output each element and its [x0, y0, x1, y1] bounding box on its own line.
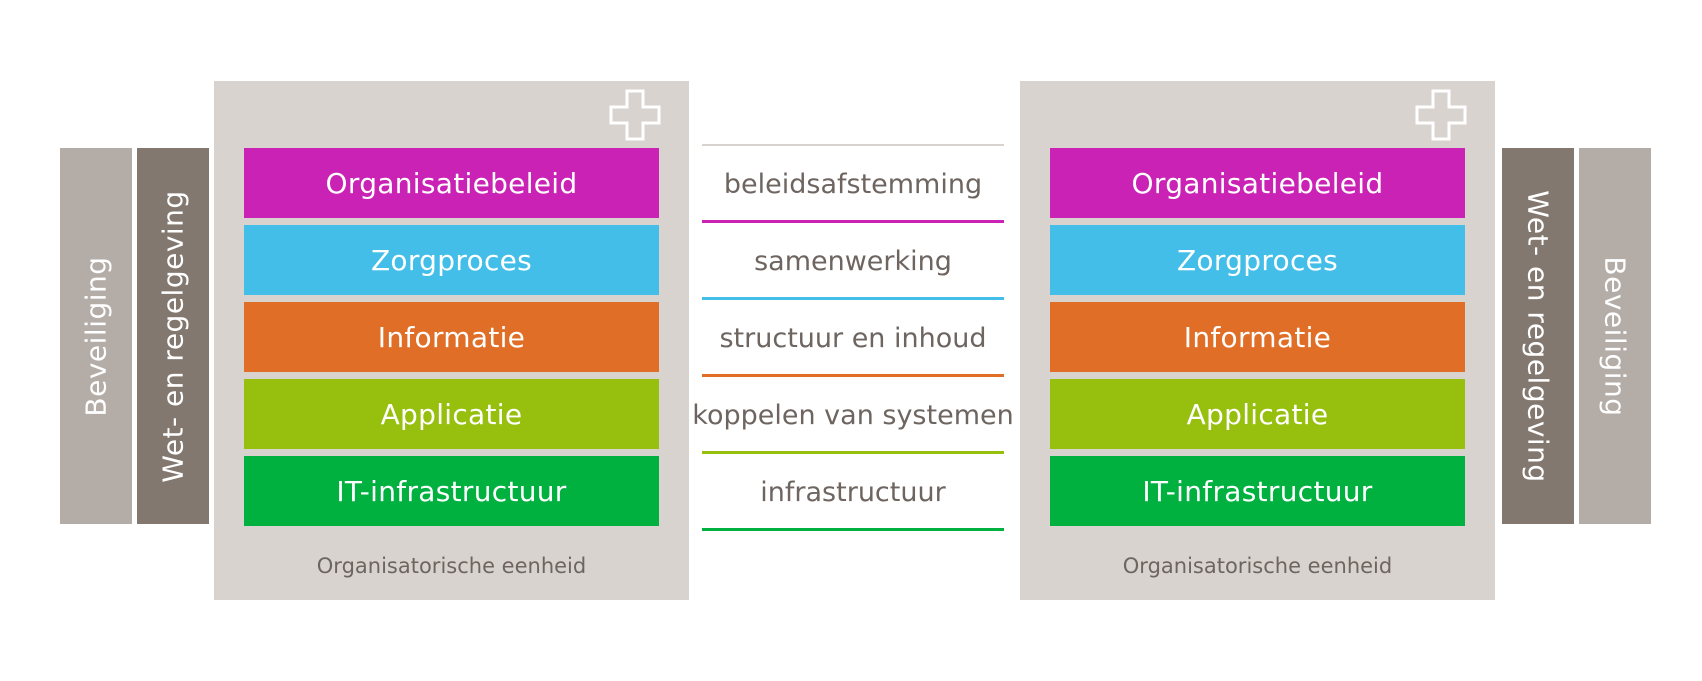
layer-label: Zorgproces: [370, 243, 533, 277]
side-bar-label: Beveiliging: [1598, 255, 1632, 417]
connector-structuur-en-inhoud: structuur en inhoud: [702, 300, 1004, 377]
connector-koppelen-van-systemen: koppelen van systemen: [692, 377, 1014, 454]
connector-beleidsafstemming: beleidsafstemming: [702, 146, 1004, 223]
layer-zorgproces: Zorgproces: [1050, 225, 1465, 295]
side-bar-beveiliging-right: Beveiliging: [1579, 148, 1651, 524]
connector-line: [702, 528, 1004, 531]
side-bar-regelgeving-left: Wet- en regelgeving: [137, 148, 209, 524]
layer-label: Organisatiebeleid: [1131, 166, 1384, 200]
layer-label: Applicatie: [1186, 397, 1329, 431]
connector-line: [702, 451, 1004, 454]
layer-label: IT-infrastructuur: [336, 474, 567, 508]
layer-applicatie: Applicatie: [244, 379, 659, 449]
organization-unit-right: Organisatiebeleid Zorgproces Informatie …: [1020, 81, 1495, 600]
organization-caption: Organisatorische eenheid: [1122, 554, 1393, 578]
side-bar-regelgeving-right: Wet- en regelgeving: [1502, 148, 1574, 524]
layer-label: Applicatie: [380, 397, 523, 431]
side-bar-label: Wet- en regelgeving: [1521, 189, 1555, 483]
layer-label: Organisatiebeleid: [325, 166, 578, 200]
organization-unit-left: Organisatiebeleid Zorgproces Informatie …: [214, 81, 689, 600]
layer-informatie: Informatie: [1050, 302, 1465, 372]
layer-applicatie: Applicatie: [1050, 379, 1465, 449]
layer-label: Informatie: [1183, 320, 1332, 354]
side-bar-beveiliging-left: Beveiliging: [60, 148, 132, 524]
connector-samenwerking: samenwerking: [702, 223, 1004, 300]
connector-line: [702, 220, 1004, 223]
cross-icon: [609, 89, 661, 141]
layer-label: Zorgproces: [1176, 243, 1339, 277]
layer-it-infrastructuur: IT-infrastructuur: [1050, 456, 1465, 526]
layer-organisatiebeleid: Organisatiebeleid: [1050, 148, 1465, 218]
layer-stack: Organisatiebeleid Zorgproces Informatie …: [1050, 148, 1465, 533]
connector-label: samenwerking: [754, 246, 952, 277]
connector-top-line: [702, 144, 1004, 146]
organization-caption: Organisatorische eenheid: [316, 554, 587, 578]
layer-label: Informatie: [377, 320, 526, 354]
layer-label: IT-infrastructuur: [1142, 474, 1373, 508]
connector-label: structuur en inhoud: [719, 323, 987, 354]
connector-line: [702, 374, 1004, 377]
cross-icon: [1415, 89, 1467, 141]
connector-list: beleidsafstemming samenwerking structuur…: [692, 144, 1014, 531]
layer-stack: Organisatiebeleid Zorgproces Informatie …: [244, 148, 659, 533]
side-bar-label: Beveiliging: [79, 255, 113, 417]
connector-label: koppelen van systemen: [692, 400, 1014, 431]
connector-line: [702, 297, 1004, 300]
connector-infrastructuur: infrastructuur: [702, 454, 1004, 531]
layer-informatie: Informatie: [244, 302, 659, 372]
layer-zorgproces: Zorgproces: [244, 225, 659, 295]
side-bar-label: Wet- en regelgeving: [156, 189, 190, 483]
layer-it-infrastructuur: IT-infrastructuur: [244, 456, 659, 526]
connector-label: infrastructuur: [760, 477, 946, 508]
connector-label: beleidsafstemming: [723, 169, 983, 200]
layer-organisatiebeleid: Organisatiebeleid: [244, 148, 659, 218]
